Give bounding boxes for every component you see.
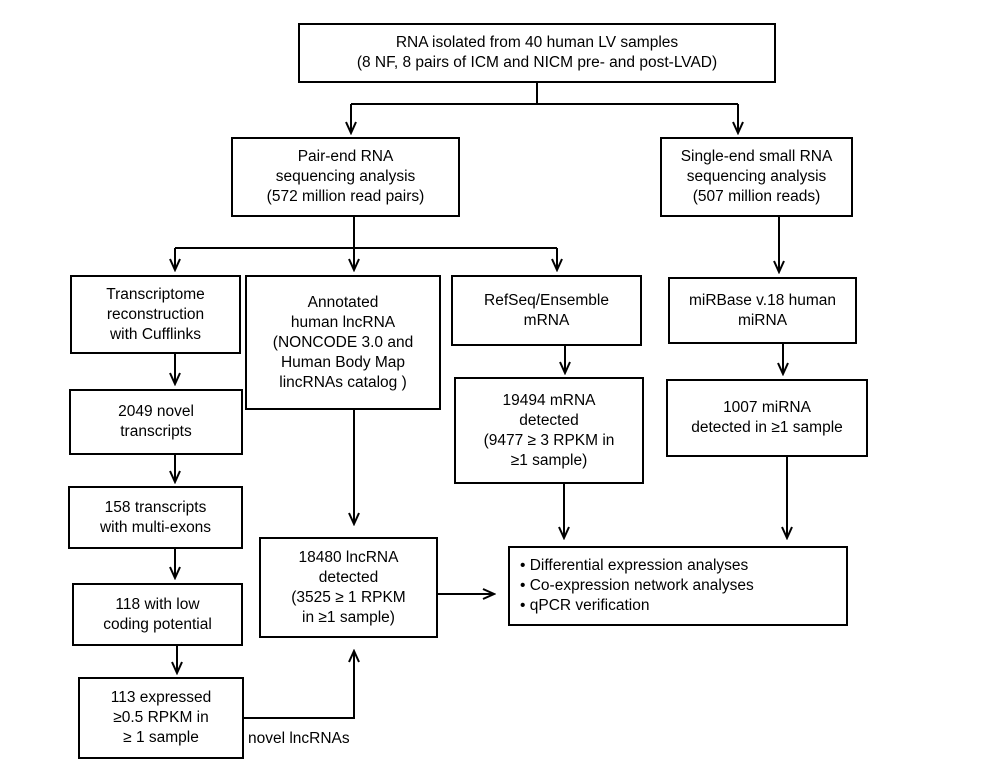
node-text-line: miRNA <box>737 311 788 329</box>
node-text-line: transcripts <box>120 423 192 440</box>
node-text-line: sequencing analysis <box>275 168 416 185</box>
node-paired-end-sequencing: Pair-end RNA sequencing analysis (572 mi… <box>231 137 460 217</box>
arrow-novel-lncrnas <box>244 651 354 719</box>
node-small-rna-sequencing: Single-end small RNA sequencing analysis… <box>660 137 853 217</box>
node-text-line: (572 million read pairs) <box>266 188 425 205</box>
node-text-line: (3525 ≥ 1 RPKM <box>291 588 406 606</box>
node-text-line: 19494 mRNA <box>502 391 596 409</box>
node-text-line: 18480 lncRNA <box>298 548 399 566</box>
node-text-line: mRNA <box>523 311 570 329</box>
node-multi-exon-transcripts: 158 transcripts with multi-exons <box>68 486 243 549</box>
node-low-coding-potential: 118 with low coding potential <box>72 583 243 646</box>
node-text-line: RNA isolated from 40 human LV samples <box>395 34 679 51</box>
node-text-line: (NONCODE 3.0 and <box>272 333 414 351</box>
node-text-line: • Co-expression network analyses <box>520 577 754 594</box>
node-text-line: Single-end small RNA <box>680 148 833 165</box>
node-text-line: ≥1 sample) <box>510 451 588 469</box>
node-mrna-detected: 19494 mRNA detected (9477 ≥ 3 RPKM in ≥1… <box>454 377 644 484</box>
node-rna-isolation: RNA isolated from 40 human LV samples (8… <box>298 23 776 83</box>
node-text-line: 1007 miRNA <box>723 399 811 416</box>
node-text-line: Annotated <box>307 293 379 311</box>
node-text-line: ≥0.5 RPKM in <box>113 709 209 726</box>
node-text-line: • qPCR verification <box>520 597 650 614</box>
node-text-line: lincRNAs catalog ) <box>279 373 407 391</box>
node-text-line: reconstruction <box>106 305 205 323</box>
node-annotated-lncrna: Annotated human lncRNA (NONCODE 3.0 and … <box>245 275 441 410</box>
node-text-line: coding potential <box>103 615 212 633</box>
node-text-line: (9477 ≥ 3 RPKM in <box>483 431 615 449</box>
node-refseq-mrna: RefSeq/Ensemble mRNA <box>451 275 642 346</box>
node-text-line: 113 expressed <box>110 689 212 706</box>
node-text-line: human lncRNA <box>290 313 396 331</box>
node-lncrna-detected: 18480 lncRNA detected (3525 ≥ 1 RPKM in … <box>259 537 438 638</box>
node-text-line: with Cufflinks <box>109 325 202 343</box>
node-downstream-analyses: • Differential expression analyses • Co-… <box>508 546 848 626</box>
node-text-line: miRBase v.18 human <box>688 291 837 309</box>
node-text-line: RefSeq/Ensemble <box>484 291 609 309</box>
node-text-line: detected <box>318 568 379 586</box>
node-text-line: sequencing analysis <box>686 168 827 185</box>
node-transcriptome-reconstruction: Transcriptome reconstruction with Cuffli… <box>70 275 241 354</box>
node-text-line: (507 million reads) <box>692 188 821 205</box>
edge-label-novel-lncrnas: novel lncRNAs <box>248 730 350 747</box>
node-text-line: 118 with low <box>115 595 200 613</box>
node-text-line: (8 NF, 8 pairs of ICM and NICM pre- and … <box>356 54 718 71</box>
node-mirbase-mirna: miRBase v.18 human miRNA <box>668 277 857 344</box>
node-text-line: detected <box>519 411 579 429</box>
node-text-line: detected in ≥1 sample <box>691 419 843 436</box>
node-novel-transcripts: 2049 novel transcripts <box>69 389 243 455</box>
node-text-line: with multi-exons <box>99 518 212 536</box>
node-text-line: 158 transcripts <box>104 498 207 516</box>
node-expressed-transcripts: 113 expressed ≥0.5 RPKM in ≥ 1 sample <box>78 677 244 759</box>
node-text-line: ≥ 1 sample <box>123 729 199 746</box>
node-text-line: Human Body Map <box>280 353 406 371</box>
node-text-line: in ≥1 sample) <box>302 608 395 626</box>
node-text-line: • Differential expression analyses <box>520 557 749 574</box>
node-text-line: Transcriptome <box>106 285 205 303</box>
node-mirna-detected: 1007 miRNA detected in ≥1 sample <box>666 379 868 457</box>
node-text-line: 2049 novel <box>118 403 194 420</box>
node-text-line: Pair-end RNA <box>297 148 394 165</box>
